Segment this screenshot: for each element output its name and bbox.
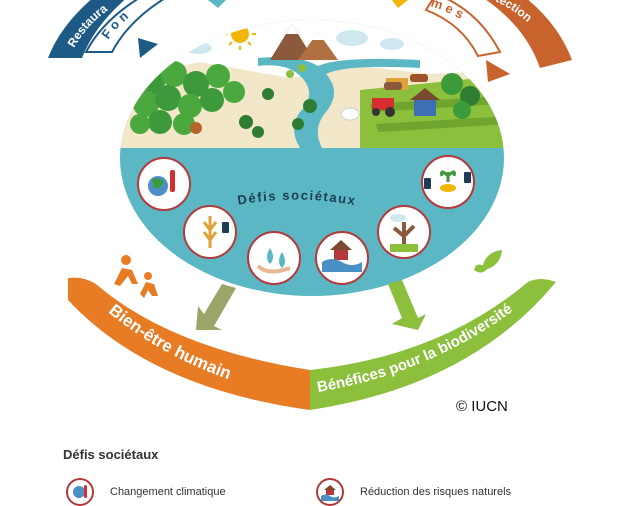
wave-icon bbox=[322, 259, 362, 272]
water-drop-icon bbox=[279, 252, 285, 268]
orangutan-icon bbox=[190, 122, 202, 134]
copyright-text: © IUCN bbox=[456, 398, 508, 415]
leaf-icon bbox=[474, 250, 502, 273]
center-label: Défis sociétaux bbox=[236, 188, 357, 209]
phone-icon bbox=[424, 178, 431, 189]
cloud-icon bbox=[380, 38, 404, 50]
legend-title: Défis sociétaux bbox=[63, 447, 159, 462]
horse-icon bbox=[410, 74, 428, 82]
hand-icon bbox=[256, 264, 291, 274]
top-left-arc-inner bbox=[84, 0, 164, 53]
mountain bbox=[270, 24, 314, 60]
challenge-climate bbox=[137, 157, 191, 211]
legend-item-climate: Changement climatique bbox=[66, 478, 226, 506]
legend-item-disaster: Réduction des risques naturels bbox=[316, 478, 511, 506]
top-right-arrow-icon bbox=[486, 60, 510, 82]
challenge-disaster bbox=[315, 231, 369, 285]
person-icon bbox=[392, 222, 416, 248]
mountain bbox=[298, 32, 338, 60]
challenge-food bbox=[183, 205, 237, 259]
phone-icon bbox=[222, 222, 229, 233]
house-icon bbox=[414, 100, 436, 116]
cloud-icon bbox=[336, 30, 368, 46]
sun-icon bbox=[231, 25, 249, 43]
legend-item-label: Réduction des risques naturels bbox=[360, 486, 512, 498]
cow-icon bbox=[384, 82, 402, 90]
house-icon bbox=[334, 248, 348, 260]
top-yellow-arrow-icon bbox=[392, 0, 408, 8]
wheat-icon bbox=[202, 216, 218, 248]
legend-item-label: Changement climatique bbox=[110, 486, 226, 498]
top-teal-arrow-icon bbox=[208, 0, 226, 8]
cloud-icon bbox=[184, 42, 212, 54]
top-right-arc-inner bbox=[424, 0, 502, 58]
phone-icon bbox=[464, 172, 471, 183]
water-drop-icon bbox=[267, 248, 273, 264]
tractor-icon bbox=[372, 98, 394, 110]
bottom-left-arc bbox=[68, 277, 310, 410]
left-down-arrow bbox=[196, 284, 236, 330]
globe-thermometer-icon bbox=[66, 478, 94, 506]
top-right-arc-outer bbox=[486, 0, 572, 68]
plant-icon bbox=[440, 170, 456, 182]
challenge-social bbox=[377, 205, 431, 259]
top-left-arrow-icon bbox=[138, 38, 158, 58]
challenge-health bbox=[421, 155, 475, 209]
thermometer-icon bbox=[170, 170, 175, 192]
top-left-arc-outer bbox=[48, 0, 125, 58]
right-down-arrow bbox=[388, 280, 426, 330]
house-flood-icon bbox=[316, 478, 344, 506]
sheep-icon bbox=[340, 107, 360, 121]
bottom-right-arc bbox=[310, 279, 556, 410]
people-icon bbox=[114, 255, 158, 298]
challenge-water bbox=[247, 231, 301, 285]
